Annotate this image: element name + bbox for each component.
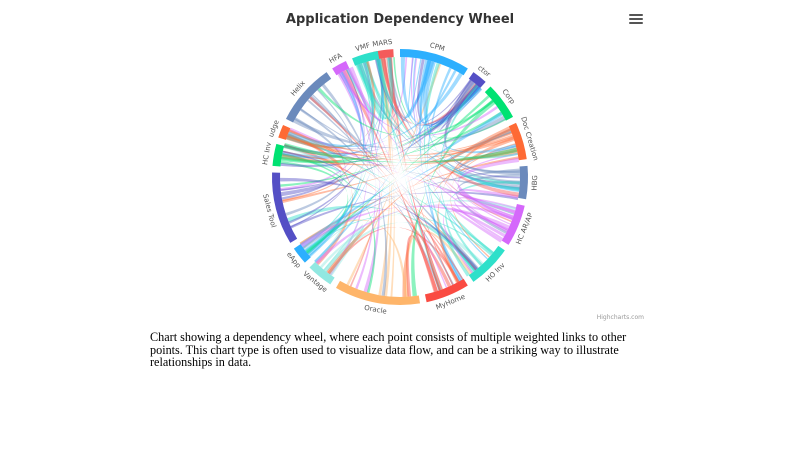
dependency-link[interactable] <box>328 73 368 276</box>
node-udge[interactable] <box>278 124 291 140</box>
dependency-link[interactable] <box>323 222 484 273</box>
dependency-link[interactable] <box>377 58 390 296</box>
node-ctor[interactable] <box>468 72 486 88</box>
dependency-link[interactable] <box>419 60 464 281</box>
dependency-link[interactable] <box>451 206 506 243</box>
dependency-link[interactable] <box>305 62 375 255</box>
node-label: udge <box>267 119 281 138</box>
hamburger-menu-icon[interactable] <box>628 12 644 28</box>
dependency-link[interactable] <box>282 131 513 203</box>
node-oracle[interactable] <box>336 280 421 305</box>
dependency-link[interactable] <box>285 117 346 216</box>
dependency-link[interactable] <box>387 57 431 119</box>
node-label: Oracle <box>363 304 387 316</box>
node-ho-inv[interactable] <box>468 245 505 282</box>
node-label: HFA <box>328 52 344 66</box>
dependency-link[interactable] <box>287 72 463 148</box>
dependency-link[interactable] <box>365 61 520 185</box>
dependency-link[interactable] <box>280 150 341 191</box>
chart-description: Chart showing a dependency wheel, where … <box>150 330 627 369</box>
dependency-link[interactable] <box>439 84 483 266</box>
node-label: HC Inv <box>261 142 273 166</box>
dependency-link[interactable] <box>456 173 520 234</box>
dependency-link[interactable] <box>346 63 442 286</box>
dependency-link[interactable] <box>406 235 439 297</box>
node-label: VMF <box>355 41 371 53</box>
chart-title: Application Dependency Wheel <box>285 12 515 27</box>
dependency-link[interactable] <box>288 130 514 156</box>
dependency-link[interactable] <box>328 82 476 275</box>
links-group <box>280 57 520 297</box>
node-hbg[interactable] <box>518 165 528 200</box>
dependency-link[interactable] <box>281 147 518 166</box>
dependency-link[interactable] <box>327 227 460 283</box>
dependency-link[interactable] <box>388 57 443 291</box>
node-vmf[interactable] <box>352 50 380 66</box>
dependency-link[interactable] <box>305 95 490 254</box>
node-label: CPM <box>429 41 446 53</box>
dependency-link[interactable] <box>323 224 365 276</box>
dependency-link[interactable] <box>407 57 422 118</box>
node-sales-tool[interactable] <box>271 172 298 243</box>
node-doc-creation[interactable] <box>508 122 527 161</box>
dependency-link[interactable] <box>357 57 393 120</box>
dependency-link[interactable] <box>381 57 478 126</box>
node-eapp[interactable] <box>293 244 311 263</box>
dependency-link[interactable] <box>416 59 479 126</box>
node-hc-ar-ap[interactable] <box>501 203 525 245</box>
dependency-link[interactable] <box>347 68 448 288</box>
node-label: HBG <box>531 175 540 191</box>
dependency-link[interactable] <box>458 145 520 185</box>
dependency-link[interactable] <box>309 95 479 271</box>
node-myhome[interactable] <box>424 278 468 303</box>
node-cpm[interactable] <box>400 49 468 76</box>
dependency-link[interactable] <box>381 58 395 297</box>
dependency-link[interactable] <box>280 160 349 255</box>
node-label: MARS <box>372 38 394 49</box>
dependency-link[interactable] <box>438 84 480 132</box>
dependency-link[interactable] <box>317 87 494 137</box>
dependency-link[interactable] <box>458 188 519 214</box>
dependency-link[interactable] <box>376 58 442 291</box>
node-helix[interactable] <box>285 72 332 123</box>
node-vantage[interactable] <box>309 261 335 285</box>
dependency-link[interactable] <box>358 63 520 189</box>
dependency-link[interactable] <box>302 63 372 249</box>
dependency-link[interactable] <box>283 94 351 156</box>
dependency-link[interactable] <box>289 127 516 214</box>
dependency-link[interactable] <box>283 143 518 163</box>
dependency-link[interactable] <box>287 205 478 272</box>
dependency-link[interactable] <box>304 128 512 253</box>
node-hfa[interactable] <box>332 60 350 76</box>
dependency-link[interactable] <box>437 128 512 284</box>
dependency-link[interactable] <box>293 115 506 149</box>
dependency-link[interactable] <box>378 58 392 297</box>
dependency-link[interactable] <box>376 58 479 126</box>
node-corp[interactable] <box>484 86 514 121</box>
dependency-link[interactable] <box>286 61 376 149</box>
nodes-group <box>271 49 528 305</box>
dependency-link[interactable] <box>338 72 499 136</box>
dependency-link[interactable] <box>342 69 438 293</box>
dependency-link[interactable] <box>457 157 520 221</box>
dependency-link[interactable] <box>419 59 483 128</box>
dependency-link[interactable] <box>290 191 519 229</box>
dependency-link[interactable] <box>374 59 472 124</box>
dependency-link[interactable] <box>300 111 503 248</box>
dependency-link[interactable] <box>280 177 478 271</box>
credits-link[interactable]: Highcharts.com <box>596 314 644 321</box>
dependency-link[interactable] <box>304 214 492 256</box>
node-hc-inv[interactable] <box>272 143 285 167</box>
dependency-link[interactable] <box>286 58 383 148</box>
